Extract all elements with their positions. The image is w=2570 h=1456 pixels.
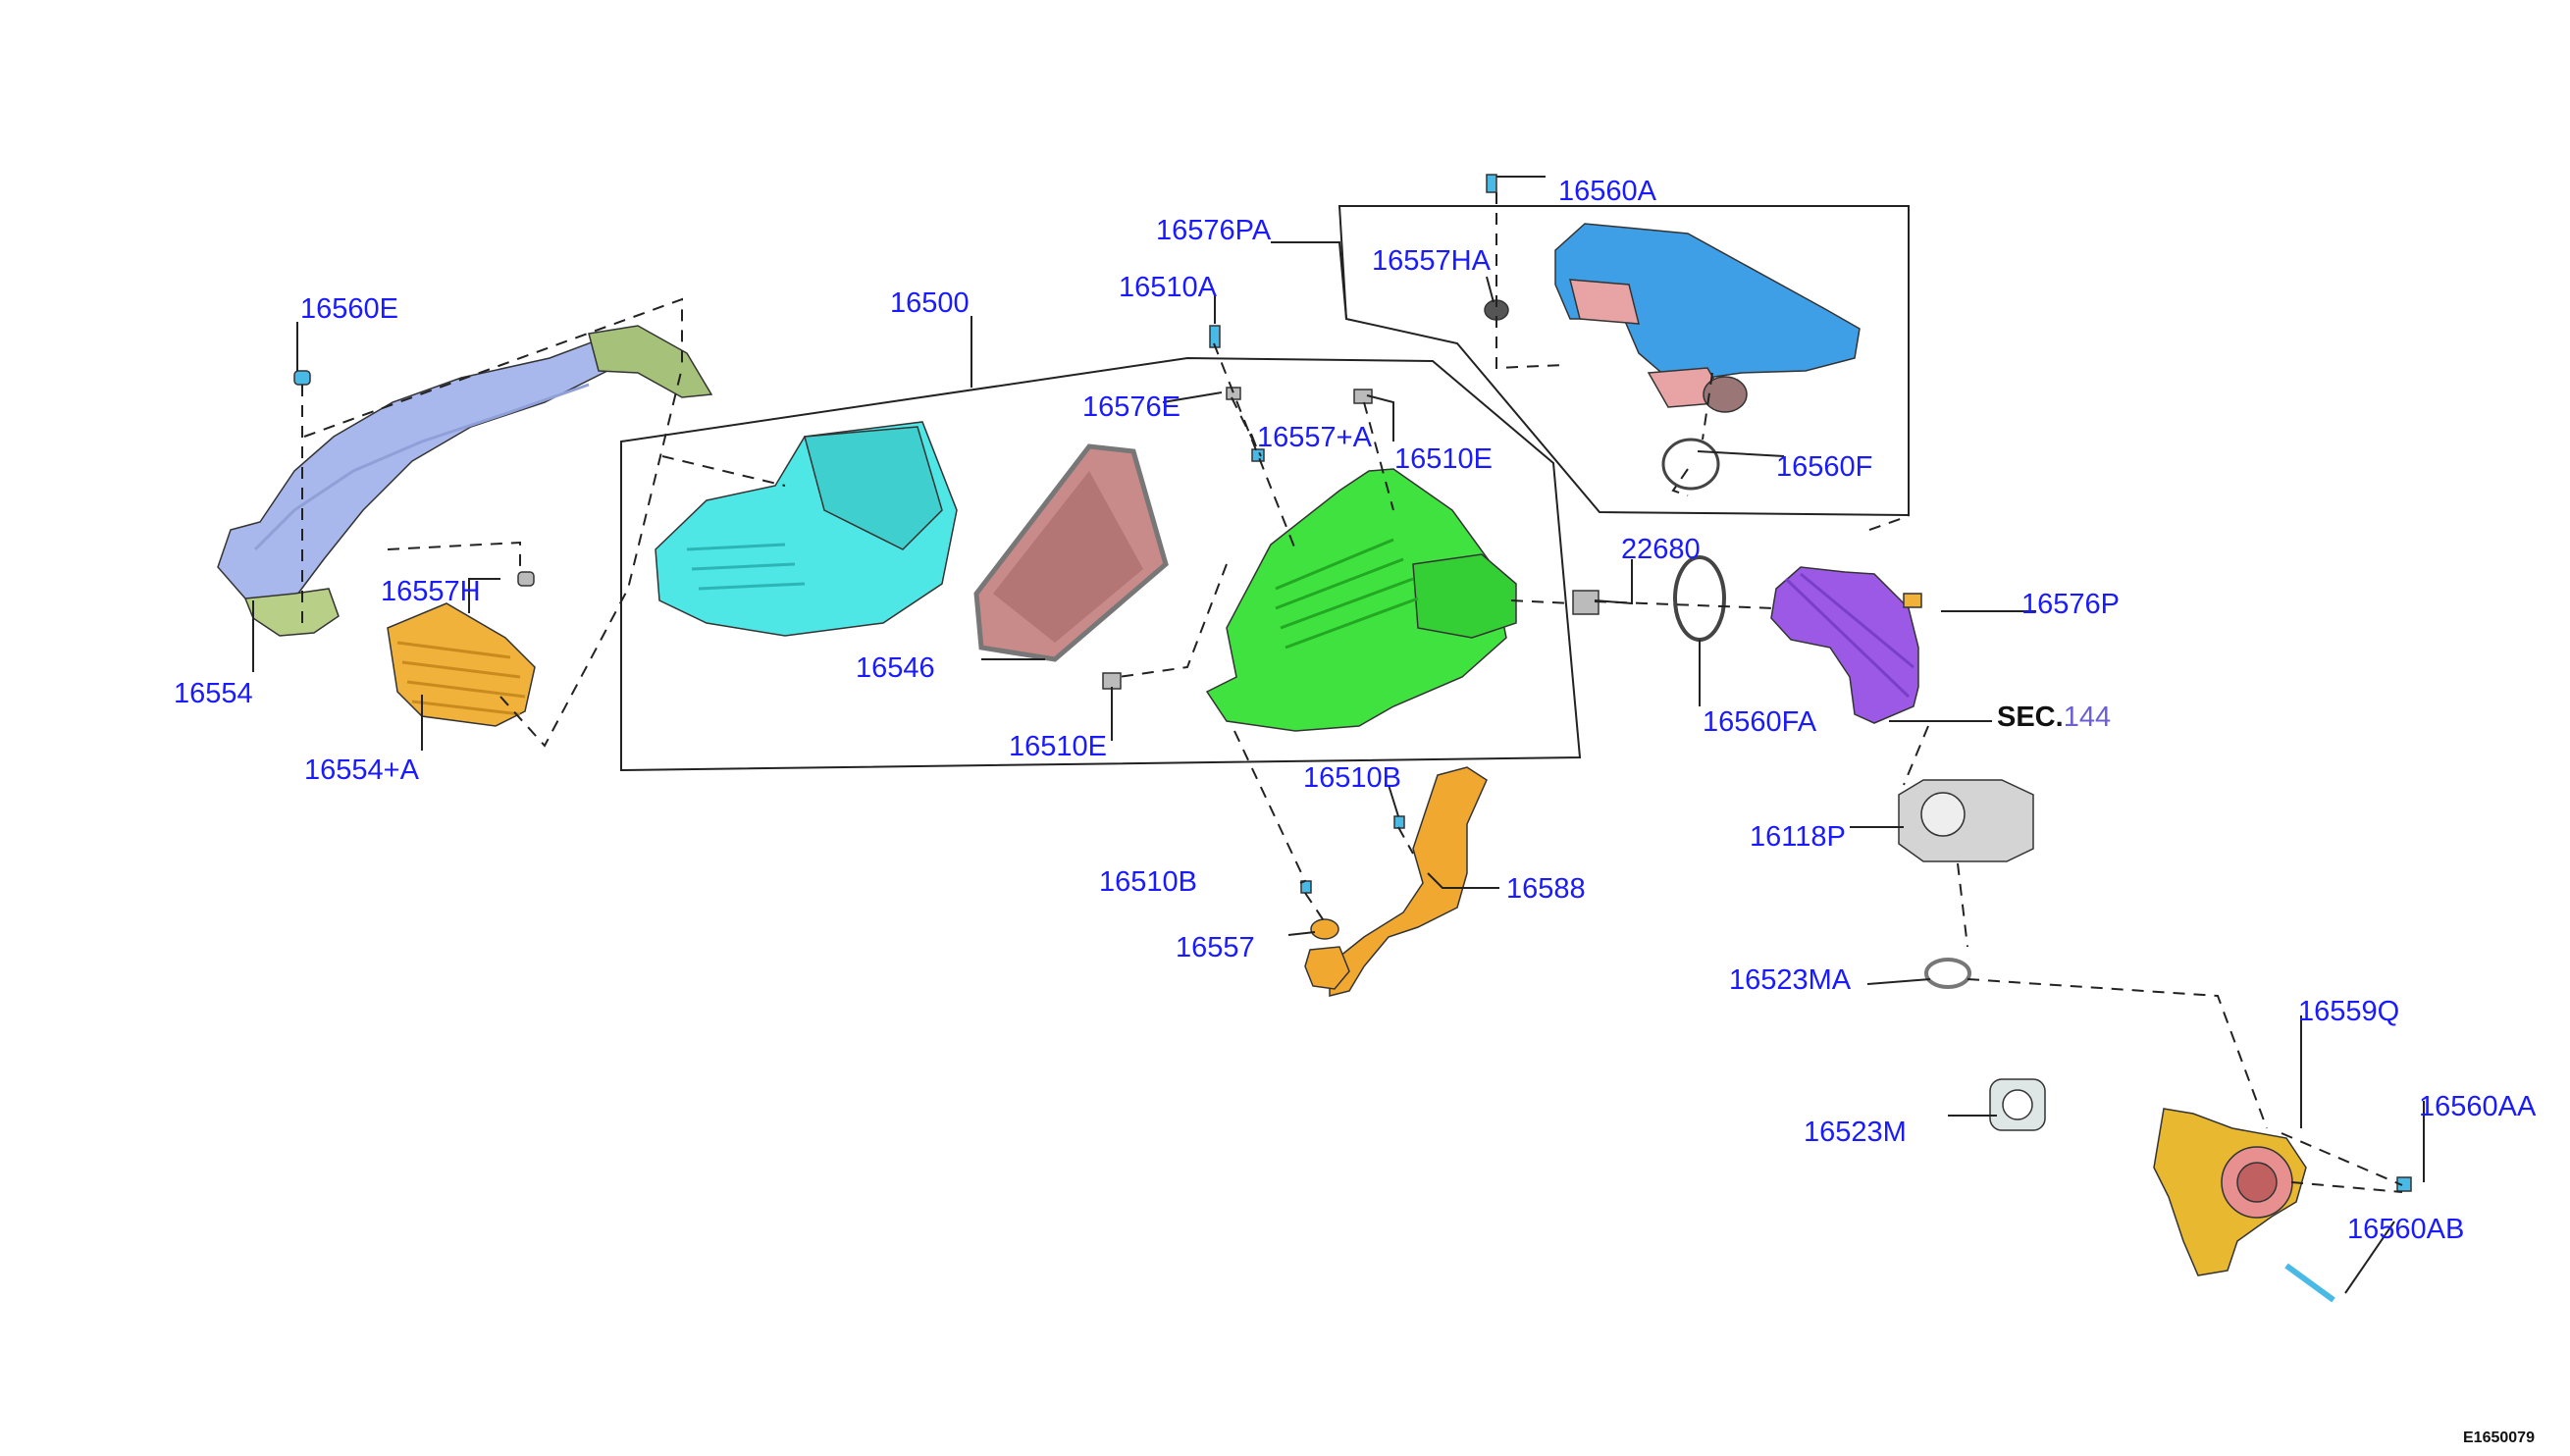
callout-16557A: 16557+A <box>1257 422 1373 453</box>
callout-16523MA: 16523MA <box>1729 964 1852 996</box>
callout-16560FA: 16560FA <box>1703 706 1817 738</box>
bolt-16576E-part <box>1226 387 1241 400</box>
intake-tube-part <box>1770 566 1922 724</box>
callout-16118P: 16118P <box>1750 821 1846 853</box>
air-cleaner-upper-case-part <box>1205 468 1517 732</box>
callout-16546: 16546 <box>856 652 935 684</box>
clip-16557A-part <box>1251 448 1265 462</box>
callout-16557HA: 16557HA <box>1372 245 1492 277</box>
air-filter-element-part <box>973 443 1169 662</box>
clip-16560E-part <box>293 370 311 386</box>
bolt-16560AA-part <box>2396 1176 2412 1192</box>
callout-16560AB: 16560AB <box>2347 1214 2464 1245</box>
gasket-16523M-part <box>1989 1078 2046 1131</box>
clamp-16560FA-part <box>1673 555 1726 642</box>
leader-lines <box>252 176 2425 1294</box>
callout-16554: 16554 <box>174 678 253 709</box>
clip-16510B-upper-part <box>1393 815 1405 829</box>
callout-16510B-lower: 16510B <box>1099 866 1197 898</box>
figure-id: E1650079 <box>2463 1430 2535 1446</box>
callout-16576PA: 16576PA <box>1156 215 1272 246</box>
section-word: SEC. <box>1997 702 2064 733</box>
callout-22680: 22680 <box>1621 534 1701 565</box>
bellows-hose-part <box>387 602 536 727</box>
callout-16510A: 16510A <box>1119 272 1218 303</box>
inlet-duct-part <box>217 325 713 637</box>
callout-16560AA: 16560AA <box>2419 1091 2537 1122</box>
clip-16557H-part <box>517 571 535 587</box>
sensor-22680-part <box>1572 590 1600 615</box>
bracket-16510E-lower-part <box>1102 672 1122 690</box>
callout-16576E: 16576E <box>1082 391 1180 423</box>
section-reference: SEC.144 <box>1997 702 2111 733</box>
callout-16588: 16588 <box>1506 873 1586 905</box>
resonator-part <box>1554 223 1861 413</box>
bracket-16588-part <box>1304 766 1488 997</box>
callout-16510E-upper: 16510E <box>1394 443 1493 475</box>
air-cleaner-lower-case-part <box>655 421 958 637</box>
callout-16510E-lower: 16510E <box>1009 731 1107 762</box>
callout-16557H: 16557H <box>381 576 481 607</box>
grommet-16557-part <box>1310 918 1339 940</box>
gasket-16523MA-part <box>1924 958 1971 989</box>
callout-16559Q: 16559Q <box>2298 996 2399 1027</box>
bolt-16560AB-part <box>2284 1263 2335 1303</box>
callout-16554A: 16554+A <box>304 754 420 786</box>
section-number: 144 <box>2064 702 2111 733</box>
clip-16560A-part <box>1486 174 1497 193</box>
callout-16576P: 16576P <box>2021 589 2120 620</box>
flange-16559Q-part <box>2153 1108 2307 1276</box>
callout-16510B-upper: 16510B <box>1303 762 1401 794</box>
callout-16560E: 16560E <box>300 293 398 325</box>
callout-16500: 16500 <box>890 287 970 319</box>
air-cleaner-group-outline <box>620 356 1582 772</box>
callout-16523M: 16523M <box>1804 1117 1907 1148</box>
assembly-lines <box>301 192 2403 1193</box>
callout-16560A: 16560A <box>1558 176 1657 207</box>
clamp-16560F-part <box>1661 438 1720 491</box>
callout-16560F: 16560F <box>1776 451 1872 483</box>
throttle-body-part <box>1898 779 2034 862</box>
callout-16557: 16557 <box>1176 932 1255 963</box>
